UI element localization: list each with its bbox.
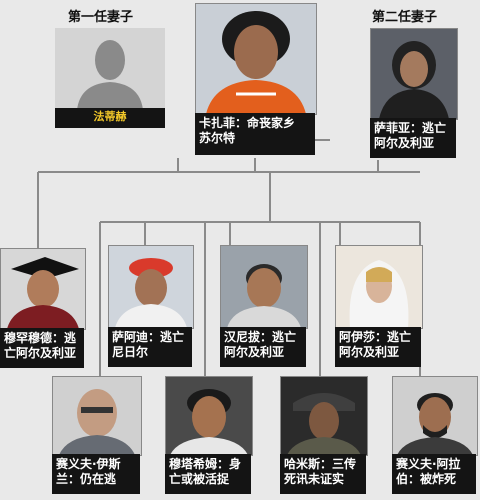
safia-caption-line1: 萨菲亚：逃亡: [374, 121, 447, 135]
saif-islam-photo: [52, 376, 142, 456]
aisha-caption-line2: 阿尔及利亚: [339, 345, 400, 359]
muhammad-caption-line2: 亡阿尔及利亚: [4, 346, 77, 360]
first-wife-heading: 第一任妻子: [68, 10, 134, 25]
saadi-photo: [108, 245, 194, 329]
fatiha-caption: 法蒂赫: [55, 108, 165, 128]
khamis-caption-line2: 死讯未证实: [284, 472, 345, 486]
saif-arab-caption-line2: 伯：被炸死: [396, 472, 457, 486]
muhammad-caption: 穆罕穆德：逃 亡阿尔及利亚: [0, 328, 84, 368]
aisha-photo: [335, 245, 423, 329]
hannibal-caption-line1: 汉尼拔：逃亡: [224, 330, 297, 344]
safia-photo: [370, 28, 458, 120]
saadi-caption-line2: 尼日尔: [112, 345, 149, 359]
muhammad-photo: [0, 248, 86, 330]
hannibal-photo: [220, 245, 308, 329]
khamis-caption-line1: 哈米斯：三传: [284, 457, 357, 471]
silhouette-placeholder: [55, 28, 165, 110]
saif-islam-caption-line1: 赛义夫·伊斯: [56, 457, 121, 471]
hannibal-caption: 汉尼拔：逃亡 阿尔及利亚: [220, 327, 306, 367]
saif-islam-caption-line2: 兰：仍在逃: [56, 472, 117, 486]
saif-islam-caption: 赛义夫·伊斯 兰：仍在逃: [52, 454, 140, 494]
saadi-caption-line1: 萨阿迪：逃亡: [112, 330, 185, 344]
second-wife-heading: 第二任妻子: [372, 10, 438, 25]
mutassim-caption-line2: 亡或被活捉: [169, 472, 230, 486]
gaddafi-photo: [195, 3, 317, 115]
mutassim-caption-line1: 穆塔希姆：身: [169, 457, 242, 471]
safia-caption: 萨菲亚：逃亡 阿尔及利亚: [370, 118, 456, 158]
saif-arab-caption: 赛义夫·阿拉 伯：被炸死: [392, 454, 476, 494]
hannibal-caption-line2: 阿尔及利亚: [224, 345, 285, 359]
gaddafi-caption: 卡扎菲：命丧家乡 苏尔特: [195, 113, 315, 155]
aisha-caption: 阿伊莎：逃亡 阿尔及利亚: [335, 327, 421, 367]
saif-arab-caption-line1: 赛义夫·阿拉: [396, 457, 461, 471]
safia-caption-line2: 阿尔及利亚: [374, 136, 435, 150]
mutassim-caption: 穆塔希姆：身 亡或被活捉: [165, 454, 251, 494]
aisha-caption-line1: 阿伊莎：逃亡: [339, 330, 412, 344]
gaddafi-caption-line2: 苏尔特: [199, 131, 236, 145]
saif-arab-photo: [392, 376, 478, 456]
gaddafi-caption-line1: 卡扎菲：命丧家乡: [199, 116, 296, 130]
saadi-caption: 萨阿迪：逃亡 尼日尔: [108, 327, 192, 367]
khamis-caption: 哈米斯：三传 死讯未证实: [280, 454, 366, 494]
mutassim-photo: [165, 376, 253, 456]
khamis-photo: [280, 376, 368, 456]
muhammad-caption-line1: 穆罕穆德：逃: [4, 331, 77, 345]
